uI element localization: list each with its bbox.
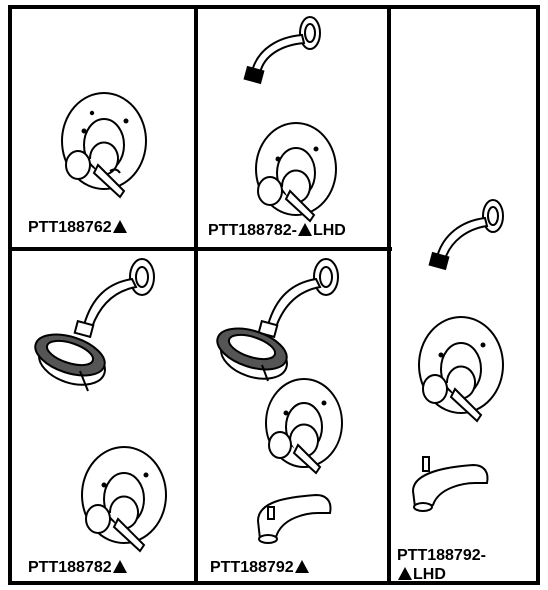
product-cell-ptt188782-lhd: PTT188782-LHD [198,9,387,247]
valve-trim-icon [61,92,147,199]
grid-divider-right [387,9,391,581]
valve-trim-icon [418,316,504,423]
shower-head-icon [34,258,167,553]
tub-spout-icon [256,493,332,544]
grid-divider-middle [12,247,392,251]
tub-spout-icon [411,456,489,512]
triangle-icon [297,223,312,236]
valve-trim-icon [265,378,343,475]
valve-trim-icon [255,122,337,223]
shower-head-icon [216,258,343,544]
product-label: PTT188782 [28,558,128,577]
product-cell-ptt188792: PTT188792 [198,251,387,581]
product-label: PTT188782-LHD [208,222,346,239]
product-cell-ptt188762: PTT188762 [12,9,194,247]
product-label: PTT188792 [210,558,310,577]
shower-arm-icon [243,16,321,85]
product-cell-ptt188782: PTT188782 [12,251,194,581]
triangle-icon [112,220,127,233]
triangle-icon [398,567,412,580]
grid-divider-left [194,9,198,581]
triangle-icon [112,560,127,573]
product-label: PTT188792-LHD [397,547,486,583]
product-grid: PTT188762 PTT188782-LHD [8,5,540,585]
product-label: PTT188762 [28,218,128,237]
shower-arm-icon [411,199,504,512]
product-cell-ptt188792-lhd: PTT188792-LHD [391,9,536,583]
triangle-icon [294,560,309,573]
